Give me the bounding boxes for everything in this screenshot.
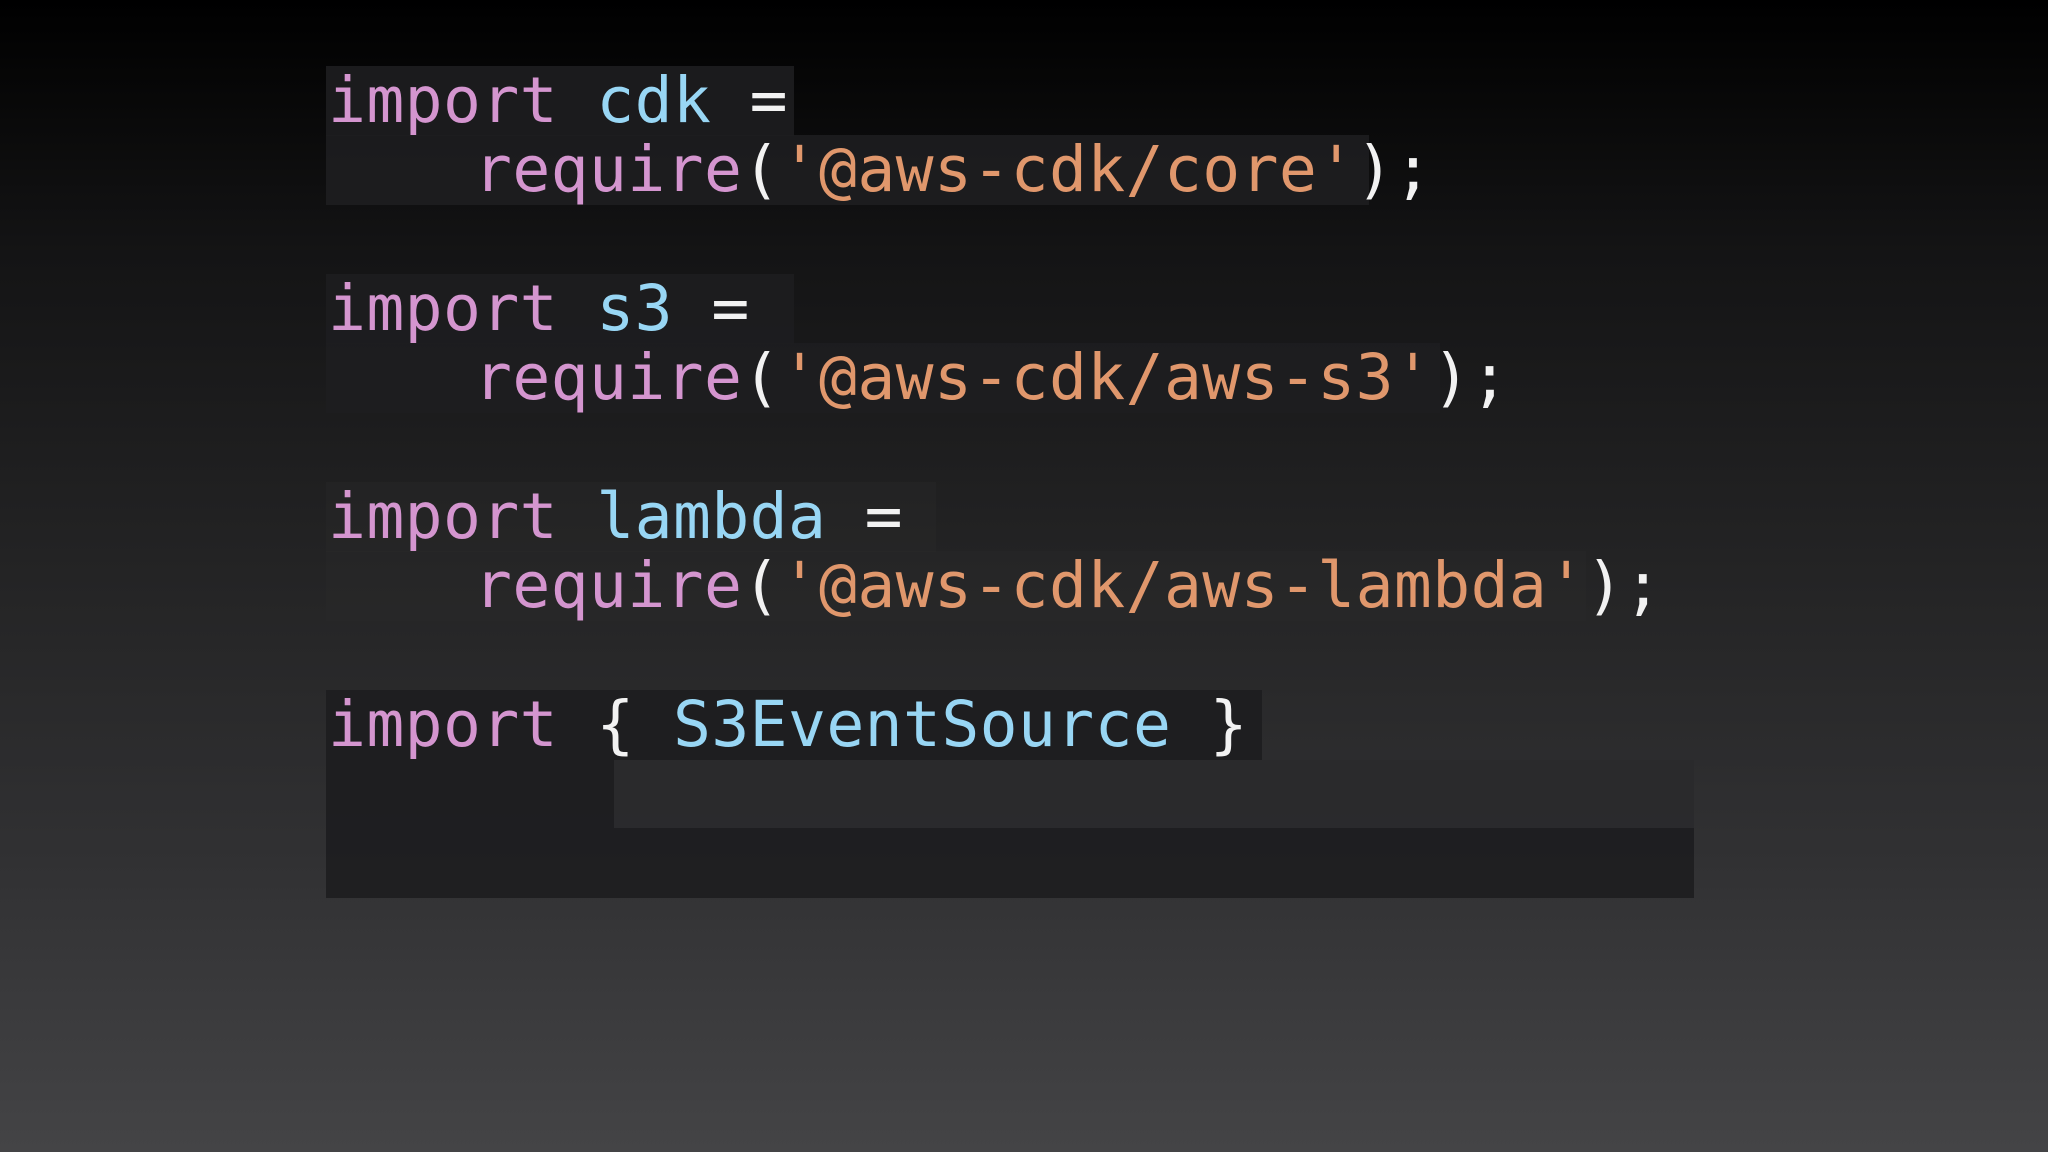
paren-open: ( [742, 549, 781, 622]
string-module-aws-lambda: '@aws-cdk/aws-lambda' [780, 549, 1586, 622]
code-line-7: import { S3EventSource } [328, 690, 1248, 760]
string-module-core: '@aws-cdk/core' [780, 133, 1356, 206]
keyword-import: import [328, 272, 558, 345]
code-line-6: require('@aws-cdk/aws-lambda'); [328, 551, 1662, 621]
paren-close-semicolon: ); [1355, 133, 1433, 206]
code-line-2: require('@aws-cdk/core'); [328, 135, 1432, 205]
code-line-5: import lambda = [328, 482, 903, 552]
highlight-block-4b [614, 760, 1694, 828]
highlight-block-2b [326, 343, 1440, 413]
paren-close-semicolon: ); [1432, 341, 1509, 414]
highlight-block-3a [326, 482, 936, 552]
keyword-import: import [328, 688, 558, 761]
code-line-4: require('@aws-cdk/aws-s3'); [328, 343, 1509, 413]
string-module-aws-s3: '@aws-cdk/aws-s3' [780, 341, 1433, 414]
identifier-s3eventsource: S3EventSource [673, 688, 1172, 761]
identifier-lambda: lambda [596, 480, 827, 553]
function-require: require [474, 133, 743, 206]
highlight-block-4a [326, 690, 1262, 760]
paren-open: ( [742, 341, 781, 414]
keyword-import: import [328, 64, 558, 137]
identifier-cdk: cdk [596, 64, 712, 137]
highlight-block-1b [326, 135, 1369, 205]
paren-open: ( [742, 133, 781, 206]
highlight-block-2a [326, 274, 794, 344]
brace-open: { [596, 688, 635, 761]
identifier-s3: s3 [596, 272, 673, 345]
code-line-1: import cdk = [328, 66, 788, 136]
code-line-3: import s3 = [328, 274, 750, 344]
brace-close: } [1209, 688, 1248, 761]
operator-equals: = [749, 64, 789, 137]
highlight-block-1a [326, 66, 794, 136]
operator-equals: = [711, 272, 750, 345]
function-require: require [474, 549, 743, 622]
highlight-block-3b [326, 551, 1586, 621]
highlight-block-4c [326, 760, 614, 828]
operator-equals: = [864, 480, 903, 553]
function-require: require [474, 341, 743, 414]
highlight-block-4d [326, 828, 1694, 898]
keyword-import: import [328, 480, 558, 553]
paren-close-semicolon: ); [1585, 549, 1663, 622]
